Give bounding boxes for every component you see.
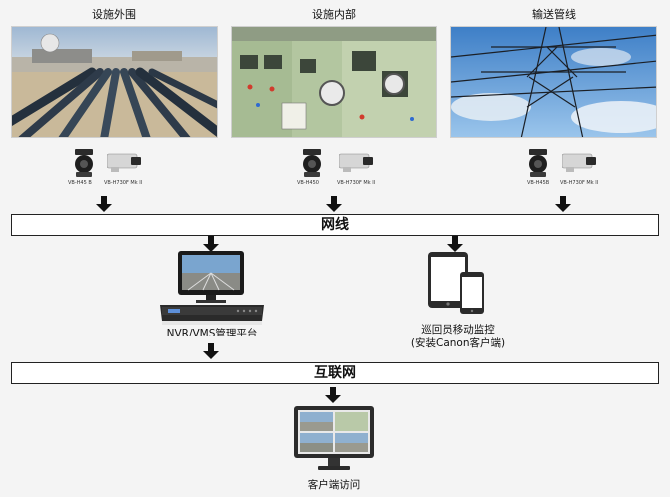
down-arrow-icon: [326, 196, 342, 212]
control-panel-photo: [231, 26, 437, 138]
down-arrow-icon: [555, 196, 571, 212]
box-camera-icon: [106, 152, 141, 172]
down-arrow-icon: [325, 387, 341, 403]
camera-model-label: VB-H730F Mk II: [337, 180, 376, 186]
camera-model-label: VB-H45 B: [68, 180, 92, 186]
down-arrow-icon: [203, 236, 219, 252]
down-arrow-icon: [203, 343, 219, 359]
box-camera-icon: [338, 152, 373, 172]
ptz-camera-icon: [301, 149, 323, 177]
lan-network-bar: 网线: [11, 214, 659, 236]
camera-model-label: VB-H45B: [527, 180, 550, 186]
camera-model-label: VB-H450: [297, 180, 319, 186]
mobile-caption-title: 巡回员移动监控: [421, 324, 495, 336]
box-camera-icon: [561, 152, 596, 172]
mobile-caption-subtitle: (安装Canon客户端): [410, 337, 506, 349]
site-title-pipeline: 输送管线: [532, 8, 576, 21]
camera-model-label: VB-H730F Mk II: [560, 180, 599, 186]
nvr-caption: NVR/VMS管理平台: [166, 328, 258, 336]
client-caption: 客户端访问: [307, 479, 361, 491]
client-monitor-icon: [294, 406, 374, 472]
camera-model-label: VB-H730F Mk II: [104, 180, 143, 186]
site-title-interior: 设施内部: [312, 8, 356, 21]
ptz-camera-icon: [527, 149, 549, 177]
power-line-photo: [450, 26, 657, 138]
internet-bar: 互联网: [11, 362, 659, 384]
ptz-camera-icon: [73, 149, 95, 177]
nvr-recorder-icon: [158, 251, 266, 329]
tablet-smartphone-icon: [428, 252, 488, 314]
down-arrow-icon: [96, 196, 112, 212]
down-arrow-icon: [447, 236, 463, 252]
pipeline-yard-photo: [11, 26, 218, 138]
site-title-perimeter: 设施外围: [92, 8, 136, 21]
